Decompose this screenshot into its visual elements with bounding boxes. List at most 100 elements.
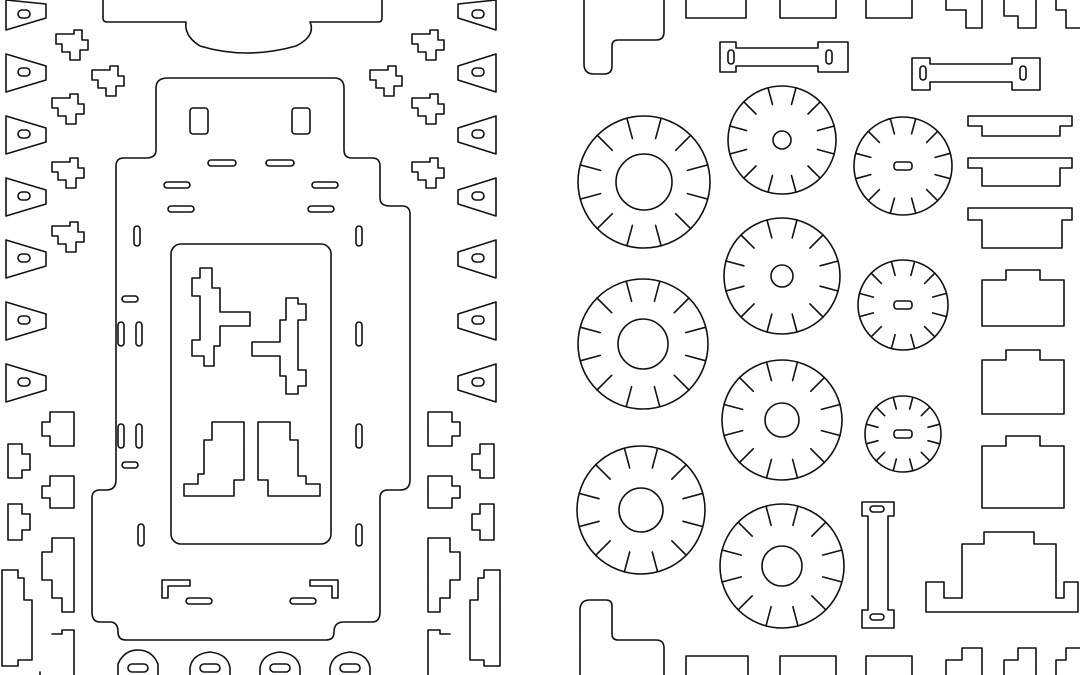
gear-large-1-rim [577,115,711,249]
gear-large-2-slot [596,297,613,314]
vertical-bar-slot-top [869,505,885,513]
gear-small-3-slot [927,439,941,445]
gear-medium-3-slot [738,376,755,393]
gear-medium-1-slot [767,174,774,193]
gear-small-2-slot [870,272,883,285]
gear-small-2 [857,259,949,351]
gear-medium-2-slot [766,219,773,239]
gear-small-2-slot [858,292,875,298]
gear-small-2-slot [890,333,896,350]
gear-small-3-rim [864,395,942,473]
gear-medium-4-rim [719,503,845,629]
gear-large-1-slot [579,164,602,172]
gear-large-1-slot [579,192,602,200]
gear-large-1-slot [626,117,634,140]
gear-medium-1-slot [790,87,797,106]
gear-small-1-slot [889,197,896,215]
gear-medium-4-hub-hole [761,545,803,587]
gear-small-1-slot [934,173,952,180]
gear-small-1-slot [910,117,917,135]
gear-large-1-hub-hole [615,153,673,211]
stepped-base [925,531,1079,613]
gear-large-2-slot [653,385,661,408]
gear-medium-1 [727,85,837,195]
left-tab-pieces [1,411,75,675]
gear-large-3-rim [576,445,706,575]
chassis-plate [91,77,411,641]
gear-small-2-rim [857,259,949,351]
gear-medium-3-slot [765,458,773,479]
gear-medium-3-rim [721,359,843,481]
gear-medium-3-slot [820,429,841,437]
gear-medium-2-slot [725,285,745,292]
gear-large-3 [576,445,706,575]
gear-small-1-slot [854,152,872,159]
gear-small-1-slot [910,197,917,215]
gear-large-1-slot [686,164,709,172]
gear-medium-2-rim [723,217,841,335]
gear-medium-4-slot [765,605,772,627]
gear-large-3-slot [682,492,704,500]
gear-large-3-slot [578,520,600,528]
gear-large-1-slot [626,224,634,247]
vertical-slotted-bar [861,501,895,629]
gear-medium-1-slot [807,165,822,179]
gear-large-1-slot [596,212,614,230]
right-tab-pieces [427,411,501,675]
gear-medium-1-slot [742,165,757,179]
gear-small-3-slot [865,439,879,445]
gear-large-3-slot [594,539,612,557]
gear-medium-2-slot [819,260,839,267]
gear-medium-4-slot [721,549,743,556]
gear-medium-1-slot [816,125,836,132]
gear-medium-2-slot [809,234,824,249]
gear-large-1-slot [654,224,662,247]
t-brackets [967,115,1073,249]
gear-medium-3-slot [820,403,841,411]
gear-small-1-slot [934,152,952,159]
window-bracket-pieces [183,267,321,497]
gear-large-2-slot [579,326,602,334]
gear-medium-1-slot [767,87,774,106]
gear-large-1-slot [674,134,692,152]
gear-small-2-slot [923,325,936,338]
gear-large-2-slot [673,297,690,314]
gear-medium-4 [719,503,845,629]
top-blocks [685,0,1080,29]
gear-small-2-slot [858,312,875,318]
gear-small-3-slot [875,451,886,462]
slotted-bars [719,41,1041,91]
gear-small-3-hub-slot [893,429,913,439]
gear-medium-2-hub-hole [770,264,794,288]
gear-small-1-slot [925,130,939,144]
gear-medium-3-slot [723,429,744,437]
gear-medium-1-slot [742,101,757,115]
gear-small-1 [853,116,953,216]
gear-large-2-slot [596,374,613,391]
gear-medium-2-slot [819,285,839,292]
gear-medium-3 [721,359,843,481]
gear-small-2-slot [931,292,948,298]
gear-large-1-slot [654,117,662,140]
gear-medium-2-slot [725,260,745,267]
gear-small-3-slot [892,458,898,472]
vertical-bar-slot-bottom [869,613,885,621]
gear-large-3-slot [623,447,631,469]
left-wedge-column [5,0,47,403]
gear-small-3-slot [920,406,931,417]
gear-medium-3-slot [765,361,773,382]
gear-group [576,85,953,629]
gear-small-1-slot [854,173,872,180]
gear-small-2-slot [870,325,883,338]
right-wedge-column [457,0,497,403]
l-bracket-bottom [579,599,665,675]
gear-medium-1-slot [816,148,836,155]
gear-small-2-slot [890,260,896,277]
gear-large-3-slot [651,447,659,469]
gear-large-2 [577,278,709,410]
gear-small-1-rim [853,116,953,216]
gear-large-1 [577,115,711,249]
step-blocks [981,269,1065,509]
gear-small-1-slot [867,188,881,202]
